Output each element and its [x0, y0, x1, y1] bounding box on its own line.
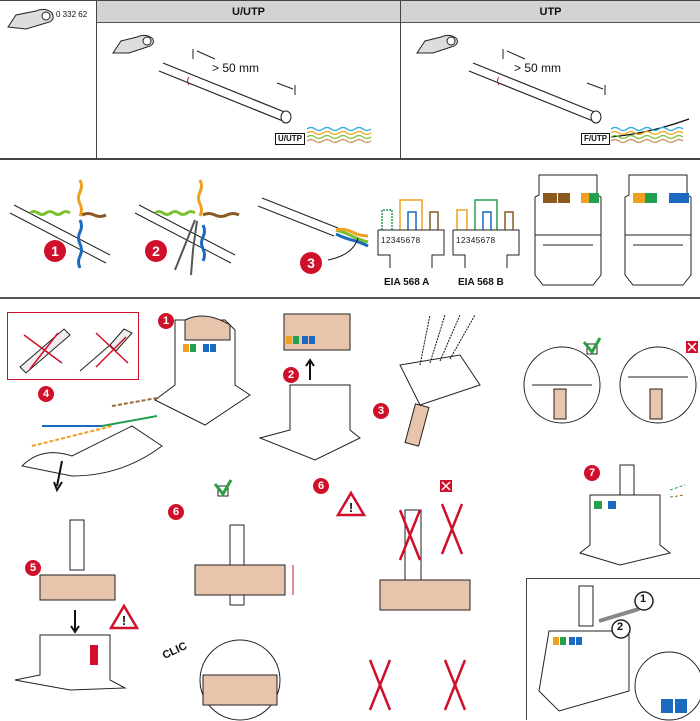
- cable-type-table: 0 332 62 U/UTP > 50 mm U/UTP UTP: [0, 0, 700, 160]
- step-badge-3: 3: [300, 252, 322, 274]
- twisted-pairs-icon: [610, 118, 690, 144]
- part-number: 0 332 62: [56, 10, 88, 19]
- stripping-tool-icon: [112, 34, 154, 54]
- cable-prep-step-1: [9, 179, 111, 269]
- detail-circle-bad: [619, 346, 697, 424]
- assembly-badge-1: 1: [158, 313, 174, 329]
- wiring-diagram-568a: [377, 199, 445, 268]
- assembly-badge-5: 5: [25, 560, 41, 576]
- assembly-badge-6b: 6: [313, 478, 329, 494]
- punch-tool-icon: [19, 328, 71, 374]
- callout-2: 2: [617, 621, 624, 633]
- stripping-tool-icon: [416, 34, 458, 54]
- wire-insertion-step-4: [20, 397, 163, 493]
- forbidden-tools-box: [7, 312, 139, 380]
- cable-type-label: U/UTP: [275, 133, 305, 145]
- standard-label-568a: EIA 568 A: [384, 277, 430, 288]
- step-badge-2: 2: [145, 240, 167, 262]
- connector-assembly-step-1: [154, 315, 251, 426]
- cap-press-step-6-incorrect: [368, 503, 471, 711]
- step-badge-1: 1: [44, 240, 66, 262]
- strip-length: > 50 mm: [514, 61, 562, 75]
- assembly-badge-2: 2: [283, 367, 299, 383]
- pin-numbers-568a: 12345678: [381, 236, 421, 245]
- column-u-utp: U/UTP > 50 mm U/UTP: [97, 1, 401, 159]
- svg-text:!: !: [349, 500, 353, 515]
- detail-circle-ok: [523, 346, 601, 424]
- strip-length: > 50 mm: [212, 61, 260, 75]
- cable-prep-step-3: [257, 197, 369, 261]
- twisted-pairs-icon: [306, 126, 372, 144]
- column-header: U/UTP: [97, 1, 400, 23]
- cable-diagram: [158, 49, 296, 124]
- connector-assembly-step-2: [258, 313, 361, 461]
- connector-front-view-right: [624, 174, 692, 286]
- unlock-inset-box: 1 2: [526, 578, 700, 721]
- wire-cut-step-7: [578, 464, 686, 566]
- ok-check-icon: [582, 337, 602, 355]
- pin-numbers-568b: 12345678: [456, 236, 496, 245]
- column-utp: UTP > 50 mm F/UTP: [401, 1, 700, 159]
- ok-check-icon: [213, 479, 233, 497]
- assembly-badge-3: 3: [373, 403, 389, 419]
- cable-diagram: [468, 49, 606, 124]
- unlock-diagram: [538, 585, 700, 721]
- column-header: UTP: [401, 1, 700, 23]
- wire-insertion-step-3: [399, 314, 481, 447]
- connector-front-view-left: [534, 174, 602, 286]
- cable-type-label: F/UTP: [581, 133, 611, 145]
- warning-icon: !: [335, 490, 367, 517]
- stripping-tool-icon: [7, 8, 54, 30]
- screwdriver-icon: [79, 328, 133, 372]
- assembly-badge-6a: 6: [168, 504, 184, 520]
- cap-press-step-6-correct: [194, 524, 294, 721]
- forbidden-mark-icon: [686, 341, 698, 353]
- tool-column: 0 332 62: [0, 1, 97, 159]
- warning-icon: !: [108, 603, 140, 630]
- assembly-badge-7: 7: [584, 465, 600, 481]
- wiring-diagram-568b: [452, 199, 520, 268]
- cable-prep-step-2: [134, 179, 240, 276]
- forbidden-mark-icon: [440, 480, 452, 492]
- standard-label-568b: EIA 568 B: [458, 277, 504, 288]
- assembly-badge-4: 4: [38, 386, 54, 402]
- svg-text:!: !: [122, 613, 126, 628]
- callout-1: 1: [640, 593, 647, 605]
- cap-insertion-step-5: [14, 519, 127, 691]
- section-divider: [0, 297, 700, 299]
